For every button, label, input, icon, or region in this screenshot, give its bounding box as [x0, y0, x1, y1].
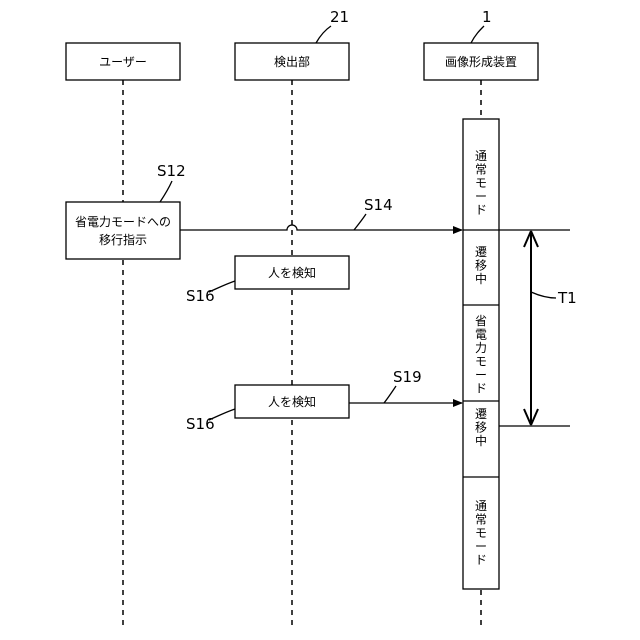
mode-label-char: モ [475, 526, 487, 540]
step-s16b-label: 人を検知 [268, 395, 316, 409]
step-s16a-box: 人を検知 [235, 256, 349, 289]
header-user-label: ユーザー [99, 55, 147, 69]
mode-label-4: 遷移中 [475, 407, 487, 448]
mode-label-char: 通 [475, 149, 487, 163]
mode-label-char: ド [475, 203, 487, 217]
mode-label-char: ー [475, 540, 487, 554]
mode-label-char: 通 [475, 499, 487, 513]
mode-label-3: 省電力モード [475, 314, 487, 396]
mode-label-char: モ [475, 176, 487, 190]
header-detector-label: 検出部 [274, 54, 310, 69]
mode-label-char: 電 [475, 328, 487, 342]
header-device: 画像形成装置 [424, 43, 538, 80]
step-s16a-label: 人を検知 [268, 266, 316, 280]
mode-label-char: 力 [475, 341, 487, 355]
mode-label-char: ド [475, 553, 487, 567]
mode-label-char: 移 [475, 421, 487, 435]
step-s16a-ref: S16 [186, 287, 215, 305]
step-s12-box: 省電力モードへの 移行指示 [66, 202, 180, 259]
period-ref: T1 [557, 289, 577, 307]
step-s12-line1: 省電力モードへの [75, 215, 171, 229]
mode-label-char: 常 [475, 163, 487, 177]
step-s14-ref: S14 [364, 196, 393, 214]
mode-label-char: 常 [475, 513, 487, 527]
mode-label-char: 省 [475, 314, 487, 328]
header-detector: 検出部 [235, 43, 349, 80]
mode-label-5: 通常モード [475, 499, 487, 567]
step-s12-ref: S12 [157, 162, 186, 180]
period-leader [531, 292, 556, 298]
mode-label-char: 中 [475, 271, 487, 286]
ref-detector: 21 [330, 8, 349, 26]
step-s19-leader [384, 386, 396, 403]
step-s16b-box: 人を検知 [235, 385, 349, 418]
mode-label-char: モ [475, 355, 487, 369]
mode-label-char: ー [475, 368, 487, 382]
step-s16b-ref: S16 [186, 415, 215, 433]
header-user: ユーザー [66, 43, 180, 80]
mode-label-char: 遷 [475, 407, 487, 421]
arrow-s14 [180, 225, 462, 230]
ref-detector-leader [316, 26, 331, 43]
mode-label-char: ー [475, 190, 487, 204]
mode-label-char: 中 [475, 433, 487, 448]
step-s14-leader [354, 214, 366, 230]
header-device-label: 画像形成装置 [445, 55, 517, 69]
ref-device-leader [471, 26, 484, 43]
mode-label-1: 通常モード [475, 149, 487, 217]
mode-label-2: 遷移中 [475, 245, 487, 286]
step-s12-leader [160, 181, 172, 202]
mode-labels: 通常モード遷移中省電力モード遷移中通常モード [475, 149, 487, 567]
mode-label-char: ド [475, 382, 487, 396]
mode-label-char: 遷 [475, 245, 487, 259]
step-s12-line2: 移行指示 [99, 232, 147, 247]
step-s19-ref: S19 [393, 368, 422, 386]
ref-device: 1 [482, 8, 492, 26]
mode-label-char: 移 [475, 259, 487, 273]
